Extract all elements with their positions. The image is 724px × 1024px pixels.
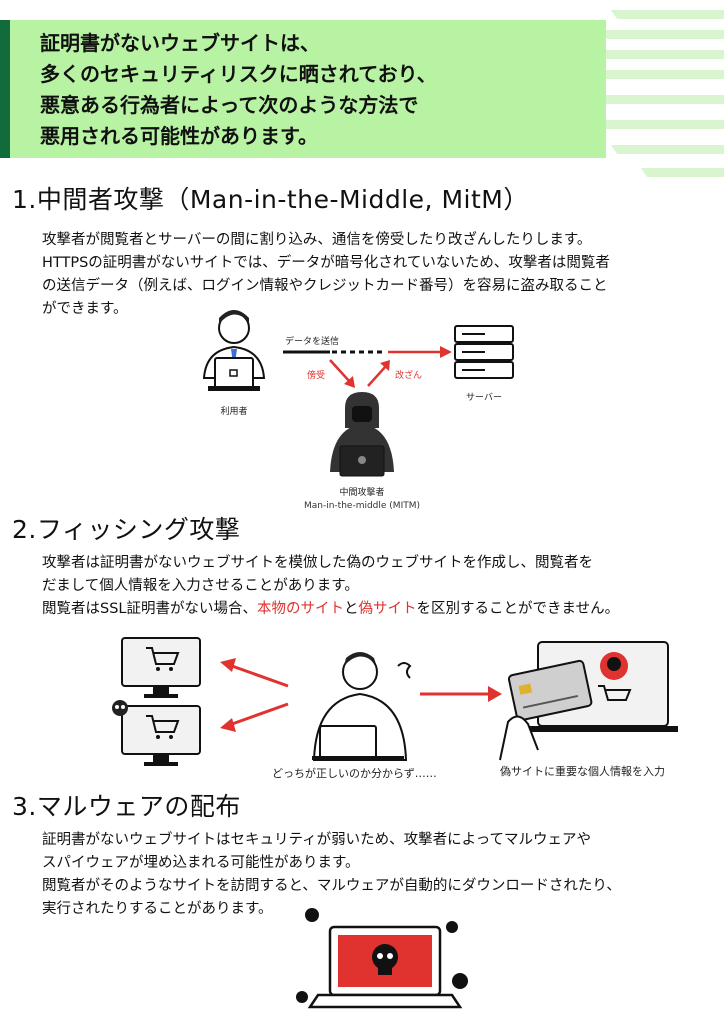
paragraph-line: の送信データ（例えば、ログイン情報やクレジットカード番号）を容易に盗み取ること <box>42 278 608 294</box>
line3-prefix: 閲覧者はSSL証明書がない場合、 <box>42 601 257 617</box>
server-icon <box>454 325 514 379</box>
attacker-label: 中間攻撃者 <box>339 486 384 498</box>
virus-icon <box>296 908 468 1003</box>
skull-icon <box>112 700 128 716</box>
skull-icon <box>372 944 398 975</box>
attacker-sublabel: Man-in-the-middle (MITM) <box>304 501 420 511</box>
attacker-illustration <box>330 392 394 477</box>
banner-line: 悪用される可能性があります。 <box>40 124 318 148</box>
paragraph-line: 実行されたりすることがあります。 <box>42 901 273 917</box>
paragraph-line: 攻撃者が閲覧者とサーバーの間に割り込み、通信を傍受したり改ざんしたりします。 <box>42 232 592 248</box>
mitm-diagram: 利用者 データを送信 傍受 改ざん サーバー 中間攻撃者 Man-in-the-… <box>202 310 514 511</box>
malware-laptop-illustration <box>296 908 468 1009</box>
confused-person <box>312 652 412 761</box>
paragraph-line: 証明書がないウェブサイトはセキュリティが弱いため、攻撃者によってマルウェアや <box>42 832 591 848</box>
monitor-fake-site <box>121 705 201 766</box>
tamper-label: 改ざん <box>395 369 422 381</box>
real-site-text: 本物のサイト <box>257 601 344 617</box>
intro-banner: 証明書がないウェブサイトは、 多くのセキュリティリスクに晒されており、 悪意ある… <box>0 20 606 158</box>
paragraph-line: HTTPSの証明書がないサイトでは、データが暗号化されていないため、攻撃者は閲覧… <box>42 255 610 271</box>
section1-paragraph: 攻撃者が閲覧者とサーバーの間に割り込み、通信を傍受したり改ざんしたりします。 H… <box>42 229 717 321</box>
section2-title: 2.フィッシング攻撃 <box>12 515 241 544</box>
section1-title: 1.中間者攻撃（Man-in-the-Middle, MitM） <box>12 185 529 214</box>
paragraph-line: だまして個人情報を入力させることがあります。 <box>42 578 359 594</box>
banner-line: 証明書がないウェブサイトは、 <box>40 31 320 55</box>
input-caption: 偽サイトに重要な個人情報を入力 <box>500 765 665 778</box>
banner-accent-bar <box>0 20 10 158</box>
section3-paragraph: 証明書がないウェブサイトはセキュリティが弱いため、攻撃者によってマルウェアや ス… <box>42 829 717 921</box>
send-label: データを送信 <box>285 335 339 347</box>
paragraph-line: 閲覧者はSSL証明書がない場合、本物のサイトと偽サイトを区別することができません… <box>42 598 717 621</box>
user-illustration <box>202 310 266 391</box>
confused-caption: どっちが正しいのか分からず…… <box>272 767 437 780</box>
line3-and: と <box>344 601 359 617</box>
banner-line: 悪意ある行為者によって次のような方法で <box>40 93 419 117</box>
banner-line: 多くのセキュリティリスクに晒されており、 <box>40 62 437 86</box>
line3-suffix: を区別することができません。 <box>416 601 620 617</box>
paragraph-line: スパイウェアが埋め込まれる可能性があります。 <box>42 855 360 871</box>
phishing-illustration <box>112 637 678 766</box>
laptop-card-illustration <box>499 641 678 761</box>
monitor-real-site <box>121 637 201 698</box>
banner-text: 証明書がないウェブサイトは、 多くのセキュリティリスクに晒されており、 悪意ある… <box>40 28 600 152</box>
fake-site-text: 偽サイト <box>358 601 417 617</box>
paragraph-line: 攻撃者は証明書がないウェブサイトを模倣した偽のウェブサイトを作成し、閲覧者を <box>42 555 593 571</box>
section3-title: 3.マルウェアの配布 <box>12 792 241 821</box>
user-label: 利用者 <box>220 405 247 417</box>
intercept-label: 傍受 <box>307 369 325 381</box>
section2-paragraph: 攻撃者は証明書がないウェブサイトを模倣した偽のウェブサイトを作成し、閲覧者を だ… <box>42 552 717 621</box>
paragraph-line: ができます。 <box>42 301 128 317</box>
server-label: サーバー <box>466 392 502 403</box>
paragraph-line: 閲覧者がそのようなサイトを訪問すると、マルウェアが自動的にダウンロードされたり、 <box>42 878 621 894</box>
